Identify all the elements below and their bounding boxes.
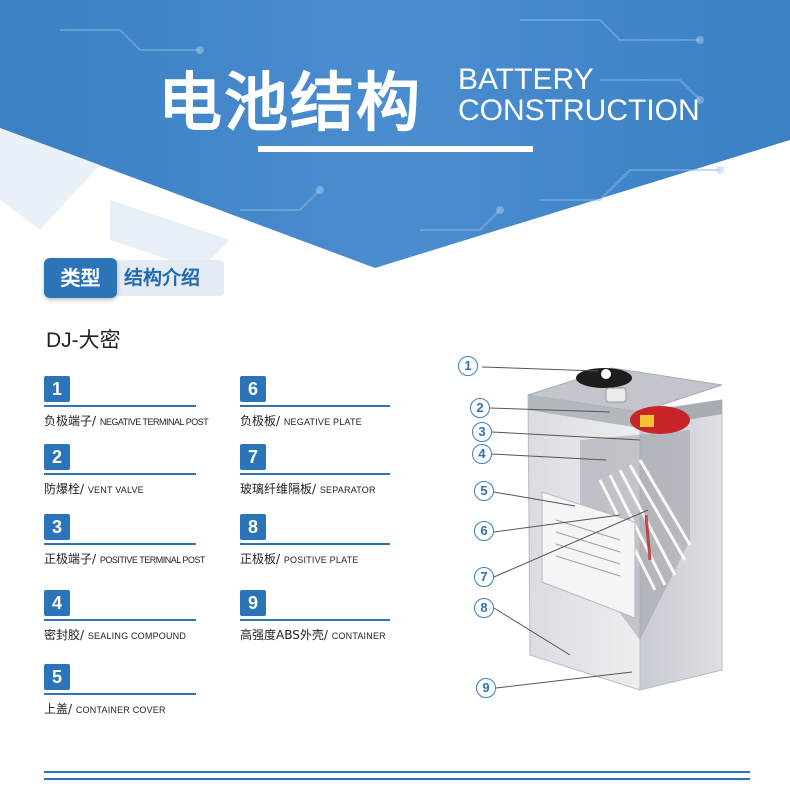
part-number: 7 bbox=[240, 444, 266, 470]
part-underline bbox=[44, 543, 196, 545]
header-banner bbox=[0, 0, 790, 270]
part-label-cn: 正极板/ bbox=[240, 552, 284, 566]
part-item-4: 4 密封胶/ SEALING COMPOUND bbox=[44, 590, 204, 642]
callout-7: 7 bbox=[474, 567, 494, 587]
part-label-cn: 玻璃纤维隔板/ bbox=[240, 482, 320, 496]
page-title-en: BATTERY CONSTRUCTION bbox=[458, 64, 700, 126]
part-label: 正极端子/ POSITIVE TERMINAL POST bbox=[44, 550, 205, 567]
callout-number: 3 bbox=[478, 424, 486, 439]
model-name: DJ-大密 bbox=[46, 329, 121, 352]
callout-number: 7 bbox=[480, 569, 488, 584]
callout-5: 5 bbox=[474, 481, 494, 501]
badge-type: 类型 bbox=[44, 258, 117, 298]
page-title: 电池结构 bbox=[158, 67, 422, 141]
part-underline bbox=[240, 543, 390, 545]
part-underline bbox=[44, 619, 196, 621]
part-number: 1 bbox=[44, 376, 70, 402]
part-label-en: NEGATIVE PLATE bbox=[283, 417, 362, 427]
badge-title: 结构介绍 bbox=[114, 260, 224, 296]
callout-number: 6 bbox=[480, 523, 488, 538]
battery-label-panel bbox=[541, 491, 636, 619]
part-number: 9 bbox=[240, 590, 266, 616]
part-number: 6 bbox=[240, 376, 266, 402]
part-item-1: 1 负极端子/ NEGATIVE TERMINAL POST bbox=[44, 376, 209, 428]
part-item-7: 7 玻璃纤维隔板/ SEPARATOR bbox=[240, 444, 400, 496]
part-label: 正极板/ POSITIVE PLATE bbox=[240, 550, 359, 567]
callout-2: 2 bbox=[470, 398, 490, 418]
part-label: 上盖/ CONTAINER COVER bbox=[44, 700, 166, 717]
positive-terminal bbox=[630, 406, 690, 434]
part-underline bbox=[240, 405, 390, 407]
part-label-en: POSITIVE PLATE bbox=[283, 555, 359, 565]
part-label: 负极板/ NEGATIVE PLATE bbox=[240, 412, 362, 429]
callout-1: 1 bbox=[458, 356, 478, 376]
footer-rule-top bbox=[44, 771, 750, 773]
part-label-cn: 防爆栓/ bbox=[44, 482, 88, 496]
part-label-en: POSITIVE TERMINAL POST bbox=[99, 555, 206, 565]
part-item-5: 5 上盖/ CONTAINER COVER bbox=[44, 664, 204, 716]
callout-number: 4 bbox=[478, 446, 486, 461]
part-underline bbox=[240, 473, 390, 475]
part-number: 8 bbox=[240, 514, 266, 540]
part-item-3: 3 正极端子/ POSITIVE TERMINAL POST bbox=[44, 514, 205, 566]
part-label: 防爆栓/ VENT VALVE bbox=[44, 480, 144, 497]
part-label-cn: 正极端子/ bbox=[44, 552, 100, 566]
callout-number: 1 bbox=[464, 358, 472, 373]
part-label-cn: 负极端子/ bbox=[44, 414, 100, 428]
title-underline bbox=[258, 146, 533, 152]
part-label-en: CONTAINER bbox=[331, 631, 386, 641]
title-en-line1: BATTERY bbox=[458, 63, 594, 96]
part-label-en: NEGATIVE TERMINAL POST bbox=[99, 417, 209, 427]
part-label-cn: 负极板/ bbox=[240, 414, 284, 428]
part-label-en: CONTAINER COVER bbox=[75, 705, 166, 715]
callout-number: 9 bbox=[482, 680, 490, 695]
part-label-en: SEALING COMPOUND bbox=[87, 631, 187, 641]
callout-number: 5 bbox=[480, 483, 488, 498]
part-label: 密封胶/ SEALING COMPOUND bbox=[44, 626, 186, 643]
part-label: 高强度ABS外壳/ CONTAINER bbox=[240, 626, 386, 643]
part-item-6: 6 负极板/ NEGATIVE PLATE bbox=[240, 376, 400, 428]
part-label: 玻璃纤维隔板/ SEPARATOR bbox=[240, 480, 376, 497]
section-badge: 结构介绍 类型 bbox=[44, 258, 224, 298]
callout-6: 6 bbox=[474, 521, 494, 541]
part-number: 4 bbox=[44, 590, 70, 616]
callout-8: 8 bbox=[474, 598, 494, 618]
part-label-en: SEPARATOR bbox=[319, 485, 376, 495]
part-label-cn: 密封胶/ bbox=[44, 628, 88, 642]
part-underline bbox=[44, 473, 196, 475]
battery-diagram bbox=[481, 366, 723, 691]
part-label-en: VENT VALVE bbox=[87, 485, 144, 495]
part-item-9: 9 高强度ABS外壳/ CONTAINER bbox=[240, 590, 400, 642]
callout-number: 8 bbox=[480, 600, 488, 615]
title-en-line2: CONSTRUCTION bbox=[458, 94, 700, 127]
part-item-8: 8 正极板/ POSITIVE PLATE bbox=[240, 514, 400, 566]
part-underline bbox=[44, 405, 196, 407]
part-label-cn: 上盖/ bbox=[44, 702, 76, 716]
callout-number: 2 bbox=[476, 400, 484, 415]
part-label: 负极端子/ NEGATIVE TERMINAL POST bbox=[44, 412, 209, 429]
callout-9: 9 bbox=[476, 678, 496, 698]
part-number: 5 bbox=[44, 664, 70, 690]
callout-leaders bbox=[481, 366, 649, 689]
vent-valve bbox=[605, 387, 627, 403]
part-number: 2 bbox=[44, 444, 70, 470]
callout-4: 4 bbox=[472, 444, 492, 464]
callout-3: 3 bbox=[472, 422, 492, 442]
part-underline bbox=[44, 693, 196, 695]
part-number: 3 bbox=[44, 514, 70, 540]
part-underline bbox=[240, 619, 390, 621]
part-label-cn: 高强度ABS外壳/ bbox=[240, 628, 332, 642]
footer-rule-bottom bbox=[44, 778, 750, 780]
part-item-2: 2 防爆栓/ VENT VALVE bbox=[44, 444, 204, 496]
